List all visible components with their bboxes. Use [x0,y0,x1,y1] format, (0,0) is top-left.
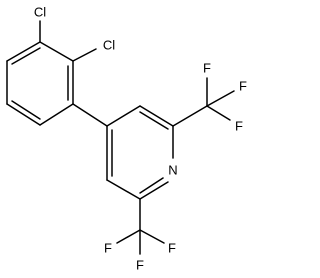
bond [106,105,141,127]
bond [139,111,169,130]
pyridine-ring [106,105,174,200]
trifluoromethyl-right [172,77,235,127]
bond [72,103,108,127]
bond [139,229,165,244]
fluorine-atom-label: F [239,79,247,94]
nitrogen-atom-label: N [168,163,177,178]
fluorine-atom-label: F [136,258,144,273]
bond [206,90,235,107]
bond [172,105,208,127]
chlorine-atom-label: Cl [34,5,46,20]
fluorine-atom-label: F [168,241,176,256]
bond [206,105,231,121]
bond [139,105,174,127]
bond [139,177,164,194]
bond [39,41,74,62]
bond [11,100,41,120]
dichlorophenyl-ring [6,41,74,126]
bond [106,179,141,200]
fluorine-atom-label: F [203,61,211,76]
bond [39,103,74,126]
bond [72,48,97,62]
molecule-structure-diagram: Cl Cl N F F F F F F [6,5,247,273]
bond [116,229,141,244]
bond [6,103,41,126]
chlorine-atom-label: Cl [103,38,115,53]
bond [11,47,41,65]
fluorine-atom-label: F [104,241,112,256]
fluorine-atom-label: F [235,119,243,134]
bond [6,41,41,62]
bond [139,181,169,200]
trifluoromethyl-bottom [116,198,165,255]
